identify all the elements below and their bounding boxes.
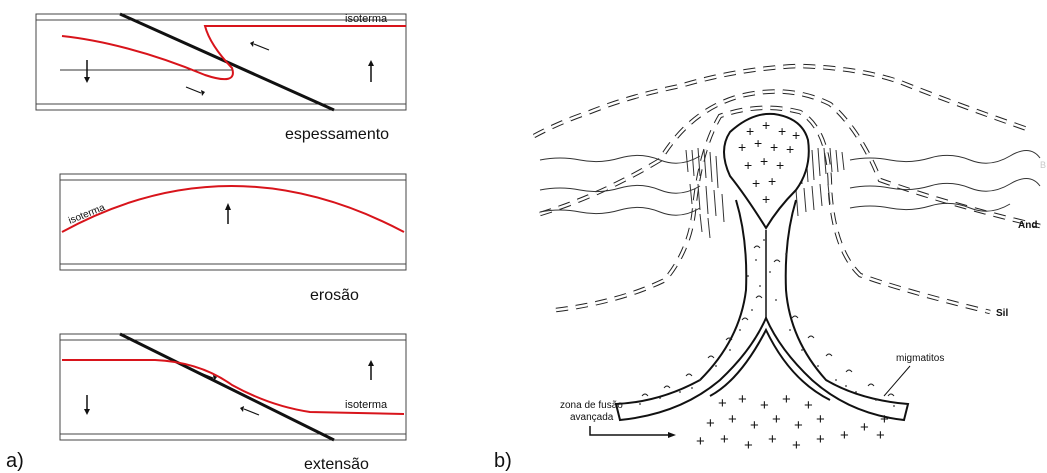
offset-isotherm-line	[62, 359, 405, 415]
svg-text:+: +	[706, 415, 715, 432]
panel-b: ++++ ++++ +++ +++	[494, 63, 1046, 472]
svg-text:+: +	[744, 437, 753, 454]
fusion-zone-label-line1: zona de fusão	[560, 400, 623, 411]
sillimanite-isograd-dashed-line	[555, 105, 991, 315]
svg-text:+: +	[762, 117, 770, 133]
svg-text:+: +	[772, 411, 781, 428]
domed-isotherm-line	[61, 185, 405, 233]
granite-cross-pattern: ++++ ++++ +++ +++	[738, 117, 800, 207]
svg-text:+: +	[768, 173, 776, 189]
sillimanite-label: Sil	[996, 308, 1008, 319]
shear-arrow-upper-icon	[197, 371, 217, 381]
outer-isograd-dashed-line	[532, 63, 1031, 138]
folded-isotherm-line	[61, 25, 406, 81]
thickening-caption: espessamento	[285, 126, 389, 143]
up-arrow-icon	[368, 360, 374, 380]
migmatites-label: migmatitos	[896, 353, 944, 364]
svg-text:+: +	[768, 431, 777, 448]
extension-box: isoterma extensão	[59, 332, 407, 473]
svg-text:+: +	[752, 175, 760, 191]
svg-text:+: +	[760, 153, 768, 169]
svg-text:+: +	[728, 411, 737, 428]
shear-arrow-lower-icon	[240, 406, 260, 416]
fusion-zone-arrow-icon	[589, 426, 676, 438]
isotherm-label-top: isoterma	[345, 13, 388, 25]
svg-text:+: +	[860, 419, 869, 436]
svg-text:+: +	[816, 431, 825, 448]
extension-caption: extensão	[304, 456, 369, 473]
svg-text:+: +	[762, 191, 770, 207]
panel-a: isoterma espessamento	[6, 12, 407, 473]
erosion-caption: erosão	[310, 287, 359, 304]
svg-text:+: +	[770, 139, 778, 155]
pluton-head: ++++ ++++ +++ +++	[723, 112, 810, 230]
up-arrow-icon	[368, 60, 374, 82]
panel-a-label: a)	[6, 450, 24, 472]
panel-b-label: b)	[494, 450, 512, 472]
left-contact-hatching	[685, 147, 725, 239]
thickening-frame	[35, 13, 407, 111]
svg-text:+: +	[792, 437, 801, 454]
svg-text:+: +	[696, 433, 705, 450]
svg-text:+: +	[794, 417, 803, 434]
down-arrow-icon	[84, 395, 90, 415]
fusion-zone-cross-pattern: +++++ ++++++ +++++++ +++	[696, 391, 889, 454]
feeder-channel	[614, 199, 910, 422]
normal-fault-line	[119, 332, 335, 442]
svg-text:+: +	[804, 397, 813, 414]
fusion-zone-label-line2: avançada	[570, 412, 614, 423]
up-arrow-icon	[225, 203, 231, 224]
svg-text:+: +	[880, 411, 889, 428]
migmatite-flecks	[641, 245, 895, 397]
andalusite-label: And	[1018, 220, 1037, 231]
svg-text:+: +	[720, 431, 729, 448]
isotherm-label-middle: isoterma	[67, 202, 107, 227]
svg-text:+: +	[744, 157, 752, 173]
svg-text:+: +	[778, 123, 786, 139]
svg-text:+: +	[760, 397, 769, 414]
svg-text:+: +	[718, 395, 727, 412]
thickening-box: isoterma espessamento	[35, 12, 407, 143]
shear-arrow-upper-icon	[250, 41, 270, 51]
migmatites-pointer-line	[883, 365, 911, 397]
erosion-box: isoterma erosão	[59, 173, 407, 304]
svg-text:+: +	[738, 391, 747, 408]
extension-frame	[59, 333, 407, 441]
svg-text:+: +	[776, 157, 784, 173]
shear-arrow-lower-icon	[185, 86, 205, 96]
migmatite-stipple	[639, 239, 895, 407]
svg-text:+: +	[840, 427, 849, 444]
faint-label: B	[1040, 160, 1046, 170]
isotherm-label-bottom: isoterma	[345, 399, 388, 411]
down-arrow-icon	[84, 60, 90, 83]
svg-text:+: +	[782, 391, 791, 408]
svg-text:+: +	[792, 127, 800, 143]
andalusite-isograd-dashed-line	[539, 89, 1041, 229]
foliation-lines	[539, 150, 1041, 216]
svg-text:+: +	[754, 135, 762, 151]
svg-text:+: +	[816, 411, 825, 428]
svg-text:+: +	[876, 427, 885, 444]
svg-text:+: +	[750, 417, 759, 434]
svg-text:+: +	[786, 141, 794, 157]
svg-text:+: +	[738, 139, 746, 155]
erosion-frame	[59, 173, 407, 271]
svg-text:+: +	[746, 123, 754, 139]
